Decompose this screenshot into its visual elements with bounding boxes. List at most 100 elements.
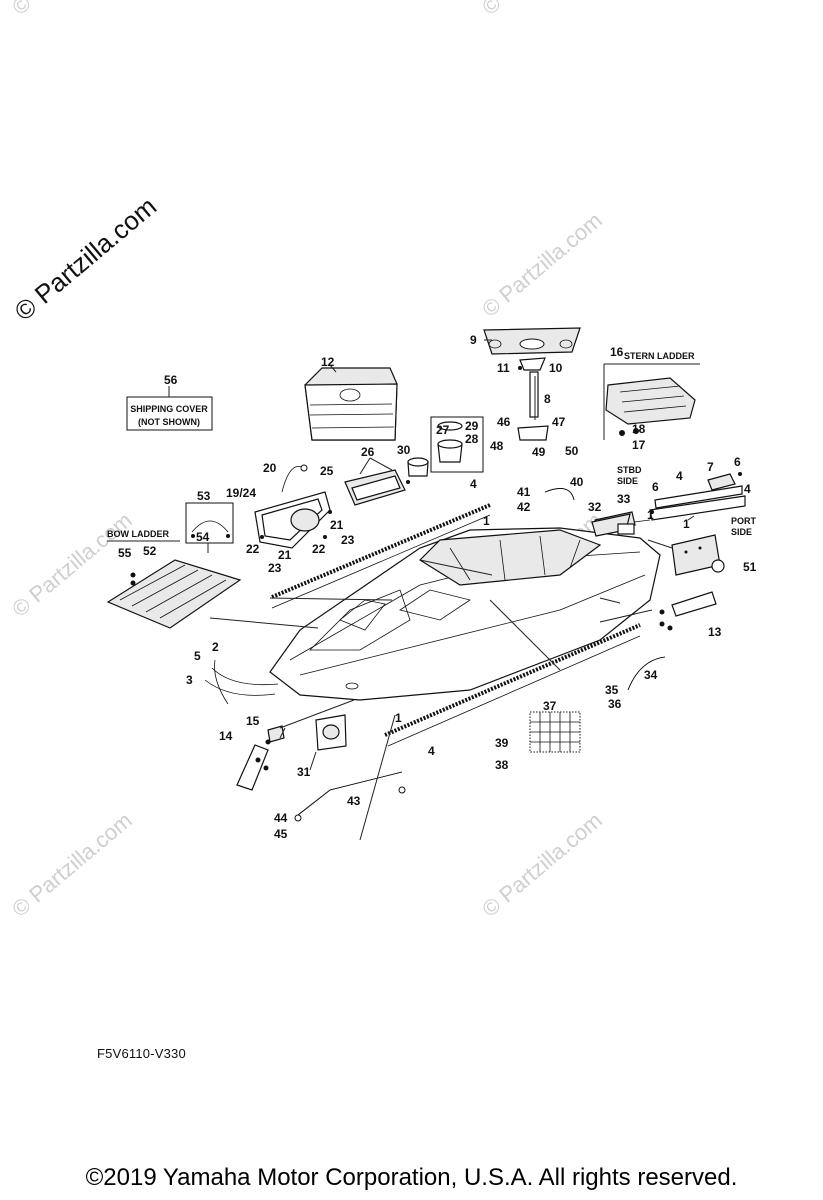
callout-46: 46 xyxy=(497,415,511,429)
callout-16: 16 xyxy=(610,345,624,359)
callout-1c: 1 xyxy=(683,517,690,531)
callout-21b: 21 xyxy=(278,548,292,562)
callout-12: 12 xyxy=(321,355,335,369)
copyright-notice: ©2019 Yamaha Motor Corporation, U.S.A. A… xyxy=(85,1164,738,1191)
stern-ladder-label: STERN LADDER xyxy=(624,351,695,361)
callout-4a: 4 xyxy=(470,477,477,491)
storage-tray-part xyxy=(344,457,410,506)
callout-4b: 4 xyxy=(676,469,683,483)
speaker-panel-part xyxy=(254,464,332,549)
bow-ladder-label: BOW LADDER xyxy=(107,529,169,539)
callout-49: 49 xyxy=(532,445,546,459)
leader-lines xyxy=(209,376,695,841)
callout-4d: 4 xyxy=(428,744,435,758)
cleat-plate-part xyxy=(647,534,725,576)
callout-23a: 23 xyxy=(341,533,355,547)
callout-25: 25 xyxy=(320,464,334,478)
callout-1a: 1 xyxy=(483,514,490,528)
callout-36: 36 xyxy=(608,697,622,711)
callout-5: 5 xyxy=(194,649,201,663)
port-side-label: SIDE xyxy=(731,527,752,537)
bow-ladder-part: BOW LADDER xyxy=(106,502,242,629)
callout-56: 56 xyxy=(164,373,178,387)
callout-10: 10 xyxy=(549,361,563,375)
diagram-code: F5V6110-V330 xyxy=(97,1046,186,1061)
callout-31: 31 xyxy=(297,765,311,779)
callout-40: 40 xyxy=(570,475,584,489)
watermark-faint: © Partzilla.com xyxy=(477,0,607,20)
callout-42: 42 xyxy=(517,500,531,514)
watermark-main: © Partzilla.com xyxy=(9,191,162,327)
callout-35: 35 xyxy=(605,683,619,697)
boat-hull xyxy=(269,527,661,701)
bow-rub-strips xyxy=(204,659,279,705)
shipping-cover-label: (NOT SHOWN) xyxy=(138,417,200,427)
callout-26: 26 xyxy=(361,445,375,459)
callout-44: 44 xyxy=(274,811,288,825)
callout-33: 33 xyxy=(617,492,631,506)
callout-45: 45 xyxy=(274,827,288,841)
callout-53: 53 xyxy=(197,489,211,503)
callout-38: 38 xyxy=(495,758,509,772)
callout-20: 20 xyxy=(263,461,277,475)
grab-bar-part xyxy=(294,771,406,822)
callout-41: 41 xyxy=(517,485,531,499)
callout-47: 47 xyxy=(552,415,566,429)
shipping-cover-box: SHIPPING COVER (NOT SHOWN) xyxy=(126,386,213,431)
callout-51: 51 xyxy=(743,560,757,574)
callout-8: 8 xyxy=(544,392,551,406)
callout-9: 9 xyxy=(470,333,477,347)
console-hatch-part xyxy=(483,327,581,441)
callout-15: 15 xyxy=(246,714,260,728)
callout-3: 3 xyxy=(186,673,193,687)
callout-22a: 22 xyxy=(246,542,260,556)
stbd-side-label: STBD xyxy=(617,465,642,475)
callout-23b: 23 xyxy=(268,561,282,575)
callout-18: 18 xyxy=(632,422,646,436)
shipping-cover-label: SHIPPING COVER xyxy=(130,404,208,414)
callout-27: 27 xyxy=(436,423,450,437)
callout-29: 29 xyxy=(465,419,479,433)
callout-52: 52 xyxy=(143,544,157,558)
callout-6a: 6 xyxy=(734,455,741,469)
callout-14: 14 xyxy=(219,729,233,743)
callout-1b: 1 xyxy=(647,508,654,522)
speaker-part xyxy=(315,714,347,751)
callout-4c: 4 xyxy=(744,482,751,496)
watermarks: © Partzilla.com © Partzilla.com © Partzi… xyxy=(7,0,607,922)
stern-ladder-part: STERN LADDER xyxy=(603,351,700,440)
callout-1d: 1 xyxy=(395,711,402,725)
callout-numbers: 56 12 9 11 10 8 16 18 17 27 29 28 30 26 … xyxy=(118,333,757,841)
stbd-side-label: SIDE xyxy=(617,476,638,486)
watermark-faint: © Partzilla.com xyxy=(7,807,137,921)
callout-37: 37 xyxy=(543,699,557,713)
cooler-part xyxy=(304,364,398,441)
callout-6b: 6 xyxy=(652,480,659,494)
watermark-faint: © Partzilla.com xyxy=(477,207,607,321)
callout-22b: 22 xyxy=(312,542,326,556)
callout-39: 39 xyxy=(495,736,509,750)
callout-21a: 21 xyxy=(330,518,344,532)
callout-17: 17 xyxy=(632,438,646,452)
cup-holder-parts xyxy=(407,416,484,477)
port-side-label: PORT xyxy=(731,516,757,526)
bow-cleat-part xyxy=(236,725,285,791)
watermark-faint: © Partzilla.com xyxy=(477,807,607,921)
callout-43: 43 xyxy=(347,794,361,808)
rail-and-net-parts xyxy=(529,488,666,753)
callout-19-24: 19/24 xyxy=(226,486,256,500)
callout-50: 50 xyxy=(565,444,579,458)
callout-55: 55 xyxy=(118,546,132,560)
callout-2: 2 xyxy=(212,640,219,654)
callout-28: 28 xyxy=(465,432,479,446)
watermark-faint: © Partzilla.com xyxy=(7,0,137,20)
callout-32: 32 xyxy=(588,500,602,514)
callout-13: 13 xyxy=(708,625,722,639)
callout-11: 11 xyxy=(497,361,510,375)
callout-48: 48 xyxy=(490,439,504,453)
callout-30: 30 xyxy=(397,443,411,457)
cleat-part xyxy=(659,591,717,631)
callout-54: 54 xyxy=(196,530,210,544)
side-trim-parts xyxy=(649,472,746,521)
